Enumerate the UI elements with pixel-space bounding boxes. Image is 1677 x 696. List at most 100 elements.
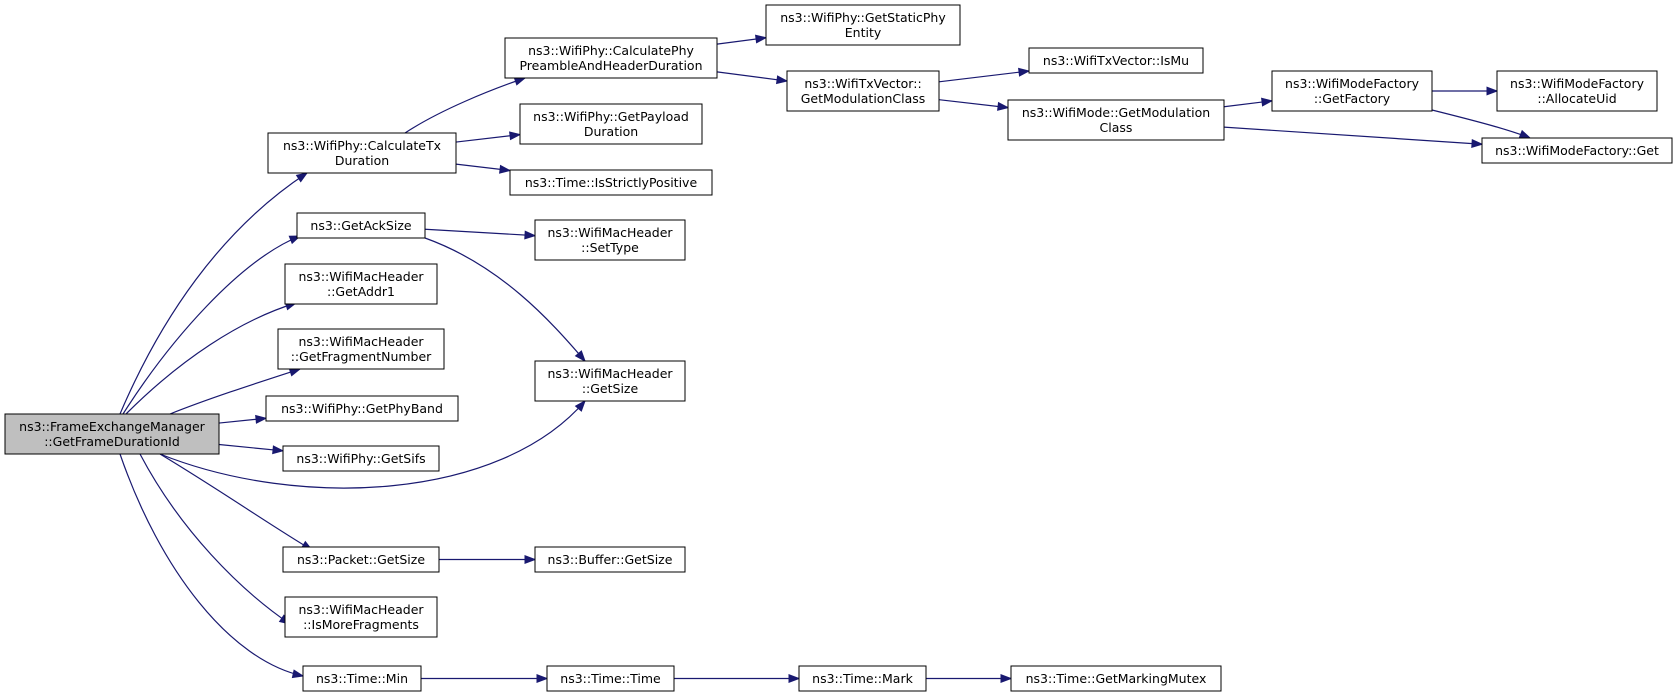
arrowhead-icon — [788, 673, 801, 684]
edge-line — [119, 453, 304, 677]
edge-txModCls-to-modeMod — [938, 99, 1010, 111]
edge-timeTime-to-timeMark — [674, 673, 801, 684]
edge-line — [938, 70, 1030, 83]
node-root[interactable]: ns3::FrameExchangeManager::GetFrameDurat… — [4, 413, 220, 455]
arrowhead-icon — [997, 101, 1010, 111]
node-pktSize[interactable]: ns3::Packet::GetSize — [282, 546, 440, 573]
node-txModCls[interactable]: ns3::WifiTxVector::GetModulationClass — [786, 70, 940, 112]
node-box — [1481, 137, 1673, 164]
edge-root-to-phyBand — [218, 414, 268, 424]
node-label: ns3::Packet::GetSize — [297, 552, 425, 567]
edge-line — [169, 368, 301, 415]
node-label: Duration — [335, 153, 389, 168]
node-box — [509, 169, 713, 196]
node-label: ns3::WifiPhy::GetStaticPhy — [780, 10, 946, 25]
node-label: ns3::WifiModeFactory::Get — [1495, 143, 1659, 158]
node-allocUid[interactable]: ns3::WifiModeFactory::AllocateUid — [1496, 70, 1658, 112]
arrowhead-icon — [1000, 673, 1013, 684]
node-box — [296, 212, 426, 239]
node-label: Duration — [584, 124, 638, 139]
node-box — [1496, 70, 1658, 112]
edge-line — [424, 228, 536, 237]
arrowhead-icon — [291, 669, 305, 679]
edge-line — [122, 235, 301, 415]
node-strictly[interactable]: ns3::Time::IsStrictlyPositive — [509, 169, 713, 196]
node-timeMark[interactable]: ns3::Time::Mark — [798, 665, 927, 692]
node-box — [534, 546, 686, 573]
edge-root-to-moreFrag — [139, 453, 292, 625]
node-label: ns3::WifiPhy::GetSifs — [296, 451, 425, 466]
node-box — [765, 4, 961, 46]
node-box — [284, 263, 438, 305]
node-label: ::GetFactory — [1314, 91, 1391, 106]
edge-getFact-to-allocUid — [1432, 86, 1499, 96]
edge-ackSize-to-hdrSize — [424, 237, 586, 363]
edge-modeMod-to-factGet — [1223, 126, 1484, 149]
node-timeTime[interactable]: ns3::Time::Time — [546, 665, 675, 692]
node-timeMin[interactable]: ns3::Time::Min — [302, 665, 422, 692]
node-label: ns3::WifiModeFactory — [1510, 76, 1645, 91]
node-label: ns3::Time::Mark — [812, 671, 913, 686]
node-phyBand[interactable]: ns3::WifiPhy::GetPhyBand — [265, 395, 459, 422]
arrowhead-icon — [1018, 67, 1031, 77]
node-box — [267, 132, 457, 174]
node-box — [1010, 665, 1222, 692]
node-box — [265, 395, 459, 422]
edge-pktSize-to-bufSize — [439, 554, 537, 565]
node-moreFrag[interactable]: ns3::WifiMacHeader::IsMoreFragments — [284, 596, 438, 638]
node-label: PreambleAndHeaderDuration — [519, 58, 702, 73]
node-label: ::IsMoreFragments — [303, 617, 419, 632]
node-label: ::GetAddr1 — [327, 284, 395, 299]
node-label: ns3::Buffer::GetSize — [548, 552, 673, 567]
edge-line — [938, 99, 1009, 109]
arrowhead-icon — [295, 172, 309, 183]
call-edges — [119, 34, 1532, 684]
node-setType[interactable]: ns3::WifiMacHeader::SetType — [534, 219, 686, 261]
node-box — [786, 70, 940, 112]
node-box — [504, 37, 718, 79]
node-box — [277, 328, 445, 370]
node-label: ns3::WifiMode::GetModulation — [1022, 105, 1210, 120]
edge-calcTx-to-strictly — [455, 163, 512, 174]
node-label: ::AllocateUid — [1537, 91, 1616, 106]
node-mutex[interactable]: ns3::Time::GetMarkingMutex — [1010, 665, 1222, 692]
node-isMu[interactable]: ns3::WifiTxVector::IsMu — [1028, 47, 1204, 74]
edge-root-to-sifs — [218, 443, 285, 455]
node-sifs[interactable]: ns3::WifiPhy::GetSifs — [282, 445, 440, 472]
arrowhead-icon — [524, 230, 537, 240]
node-box — [798, 665, 927, 692]
node-label: ns3::WifiTxVector:: — [804, 76, 921, 91]
arrowhead-icon — [509, 131, 522, 141]
node-box — [302, 665, 422, 692]
edge-line — [125, 302, 297, 415]
arrowhead-icon — [776, 75, 789, 85]
node-hdrSize[interactable]: ns3::WifiMacHeader::GetSize — [534, 360, 686, 402]
node-calcPre[interactable]: ns3::WifiPhy::CalculatePhyPreambleAndHea… — [504, 37, 718, 79]
node-bufSize[interactable]: ns3::Buffer::GetSize — [534, 546, 686, 573]
node-label: ns3::WifiMacHeader — [298, 334, 424, 349]
node-box — [1271, 70, 1433, 112]
node-getFact[interactable]: ns3::WifiModeFactory::GetFactory — [1271, 70, 1433, 112]
node-ackSize[interactable]: ns3::GetAckSize — [296, 212, 426, 239]
edge-calcPre-to-txModCls — [716, 71, 789, 85]
edge-calcTx-to-payload — [455, 131, 522, 143]
node-label: ns3::Time::Min — [316, 671, 408, 686]
node-label: ns3::WifiTxVector::IsMu — [1043, 53, 1189, 68]
node-factGet[interactable]: ns3::WifiModeFactory::Get — [1481, 137, 1673, 164]
node-label: ns3::Time::GetMarkingMutex — [1026, 671, 1207, 686]
node-addr1[interactable]: ns3::WifiMacHeader::GetAddr1 — [284, 263, 438, 305]
edge-line — [716, 71, 788, 82]
node-box — [519, 103, 703, 145]
node-fragNum[interactable]: ns3::WifiMacHeader::GetFragmentNumber — [277, 328, 445, 370]
arrowhead-icon — [574, 399, 586, 412]
edge-txModCls-to-isMu — [938, 67, 1031, 83]
arrowhead-icon — [524, 554, 537, 565]
edge-root-to-ackSize — [122, 235, 302, 415]
node-modeMod[interactable]: ns3::WifiMode::GetModulationClass — [1007, 99, 1225, 141]
node-box — [4, 413, 220, 455]
arrowhead-icon — [574, 350, 586, 363]
node-label: Entity — [845, 25, 882, 40]
